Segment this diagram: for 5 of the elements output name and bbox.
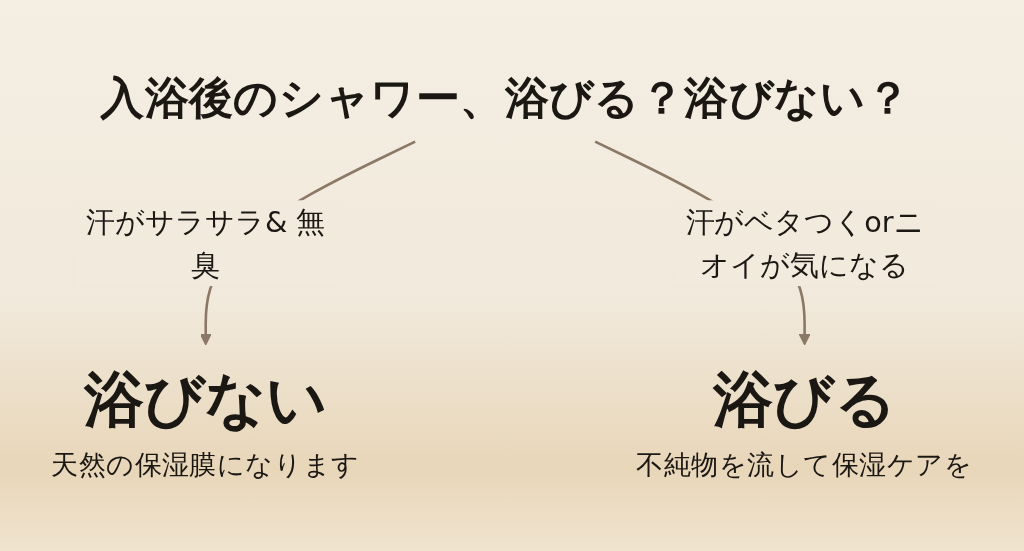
edge-label: 汗がサラサラ& 無臭 bbox=[86, 205, 326, 282]
edge-label: 汗がベタつくorニオイが気になる bbox=[685, 205, 924, 282]
node-text: 浴びる 不純物を流して保湿ケアを bbox=[636, 364, 973, 481]
node-text: 浴びない 天然の保湿膜になります bbox=[51, 364, 361, 481]
node-text: 入浴後のシャワー、浴びる？浴びない？ bbox=[100, 71, 910, 124]
